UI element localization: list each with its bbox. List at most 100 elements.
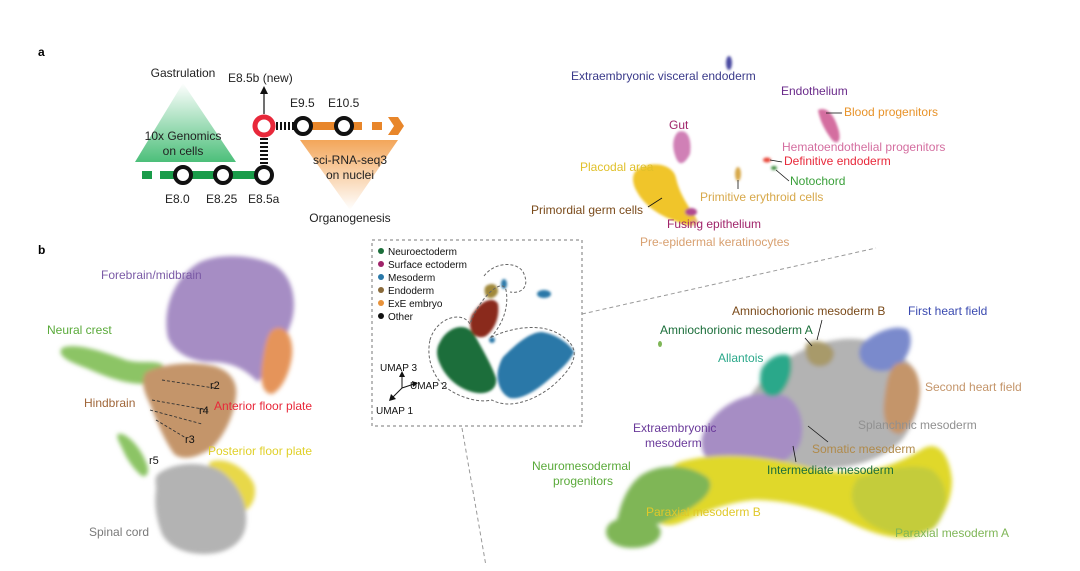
node-e105 (334, 116, 354, 136)
tenx-label: 10x Genomics (145, 129, 222, 143)
legend-dot-other (378, 313, 384, 319)
legend-dot-neuroectoderm (378, 248, 384, 254)
label-exvis: Extraembryonic visceral endoderm (571, 69, 756, 83)
legend-exe: ExE embryo (388, 299, 443, 310)
meso-yellowgreen (851, 466, 946, 536)
stage-e80: E8.0 (165, 192, 190, 206)
green-line (160, 171, 264, 179)
placodal-cluster (633, 164, 697, 226)
label-parax-a: Paraxial mesoderm A (895, 526, 1009, 540)
primery-cluster (735, 167, 741, 181)
notochord-cluster (771, 166, 777, 170)
neuro-umap: Forebrain/midbrain Neural crest Hindbrai… (47, 256, 312, 554)
inset-outline-top (483, 264, 527, 293)
axis-u3: UMAP 3 (380, 363, 417, 374)
sci-label: sci-RNA-seq3 (313, 153, 387, 167)
stage-e85b: E8.5b (new) (228, 71, 293, 85)
node-e85a (254, 165, 274, 185)
mesoderm-umap: Amniochorionic mesoderm B Amniochorionic… (532, 304, 1022, 548)
node-e825 (213, 165, 233, 185)
meso-purple-exe (701, 393, 803, 472)
arrow-amnio-a (804, 337, 813, 347)
rhombomere-line-3 (149, 409, 203, 425)
label-splanchnic: Splanchnic mesoderm (858, 418, 977, 432)
meso-first-heart (859, 327, 911, 372)
gastrulation-label: Gastrulation (151, 66, 216, 80)
timeline-diagram: Gastrulation 10x Genomics on cells sci-R… (135, 66, 404, 225)
label-exmeso-2: mesoderm (645, 436, 702, 450)
inset-connector-bottom (461, 427, 487, 567)
label-somatic: Somatic mesoderm (812, 442, 915, 456)
orange-dash (372, 122, 382, 130)
label-anterior-floor: Anterior floor plate (214, 399, 312, 413)
inset-panel: Neuroectoderm Surface ectoderm Mesoderm … (371, 239, 877, 567)
arrow-intermediate (792, 445, 797, 463)
legend-dot-exe (378, 300, 384, 306)
label-nmp-2: progenitors (553, 474, 613, 488)
stage-e825: E8.25 (206, 192, 238, 206)
meso-amnio (805, 341, 834, 367)
label-exmeso-1: Extraembryonic (633, 421, 716, 435)
label-forebrain: Forebrain/midbrain (101, 268, 202, 282)
hindbrain-cluster (143, 363, 237, 458)
node-e80 (173, 165, 193, 185)
legend-surface-ectoderm: Surface ectoderm (388, 260, 467, 271)
label-hindbrain: Hindbrain (84, 396, 135, 410)
on-nuclei-label: on nuclei (326, 168, 374, 182)
label-notochord: Notochord (790, 174, 845, 188)
defendo-cluster (763, 157, 771, 163)
gastrulation-gradient (135, 83, 236, 162)
legend-endoderm: Endoderm (388, 286, 434, 297)
label-amnio-a: Amniochorionic mesoderm A (660, 323, 813, 337)
label-endothelium: Endothelium (781, 84, 848, 98)
stage-e85a: E8.5a (248, 192, 280, 206)
endothelium-cluster (818, 108, 840, 143)
meso-stray-dot (658, 341, 662, 347)
inset-other-3 (489, 337, 495, 343)
green-dash (142, 171, 152, 179)
label-intermediate: Intermediate mesoderm (767, 463, 894, 477)
axis-u1: UMAP 1 (376, 406, 413, 417)
organogenesis-label: Organogenesis (309, 211, 390, 225)
axis-right-head (412, 381, 418, 387)
label-parax-b: Paraxial mesoderm B (646, 505, 761, 519)
up-arrowhead (260, 86, 268, 94)
gut-cluster (673, 131, 691, 164)
stage-e105: E10.5 (328, 96, 360, 110)
neural-crest-cluster (60, 346, 164, 384)
legend-dot-mesoderm (378, 274, 384, 280)
panel-label-a: a (38, 45, 45, 59)
label-second-heart: Second heart field (925, 380, 1022, 394)
label-defendo: Definitive endoderm (784, 154, 891, 168)
top-umap: Extraembryonic visceral endoderm Endothe… (531, 56, 945, 249)
fusing-cluster (685, 208, 697, 216)
label-r3: r3 (185, 434, 195, 446)
axis-up-head (399, 371, 405, 377)
label-allantois: Allantois (718, 351, 763, 365)
spinal-cluster (155, 464, 247, 554)
label-neural-crest: Neural crest (47, 323, 112, 337)
label-pgc: Primordial germ cells (531, 203, 643, 217)
arrow-amnio-b (816, 319, 823, 341)
inset-neuro-blob (437, 327, 497, 394)
label-amnio-b: Amniochorionic mesoderm B (732, 304, 885, 318)
arrow-notochord (775, 169, 790, 182)
inset-endo-blob (470, 299, 499, 338)
meso-green-tail (606, 516, 661, 548)
panel-label-b: b (38, 243, 45, 257)
label-placodal: Placodal area (580, 160, 654, 174)
label-first-heart: First heart field (908, 304, 987, 318)
organogenesis-gradient (300, 140, 398, 210)
label-r4: r4 (199, 405, 209, 417)
label-primery: Primitive erythroid cells (700, 190, 823, 204)
axis-downleft (391, 387, 403, 399)
label-blood: Blood progenitors (844, 105, 938, 119)
meso-nmp (616, 466, 711, 534)
inset-outline-main (428, 285, 575, 405)
axis-downleft-head (389, 394, 396, 401)
neuro-tail-cluster (117, 433, 149, 477)
stage-e95: E9.5 (290, 96, 315, 110)
on-cells-label: on cells (163, 144, 204, 158)
